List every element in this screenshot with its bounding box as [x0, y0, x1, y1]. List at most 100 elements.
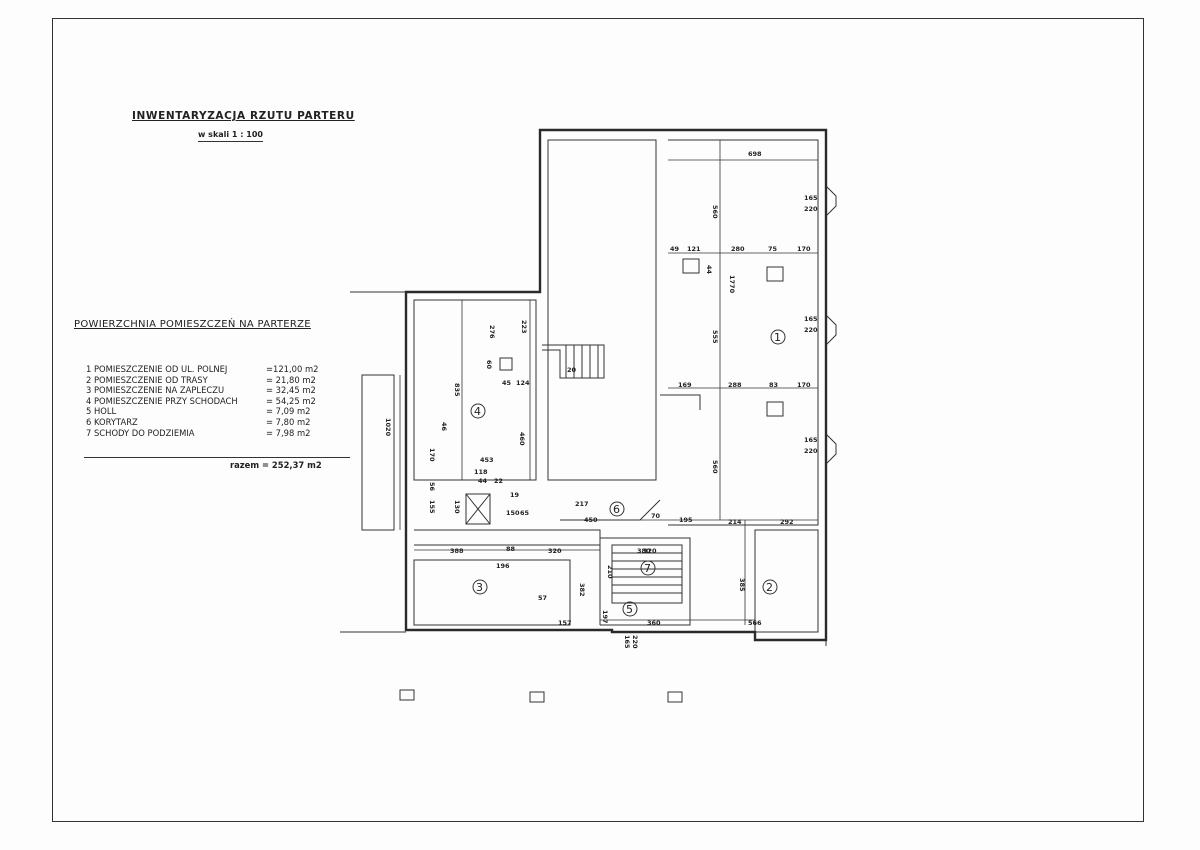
dim-label: 560: [711, 205, 719, 219]
room-number: 2: [766, 581, 773, 594]
window-right: [825, 185, 837, 217]
room-row: 3 POMIESZCZENIE NA ZAPLECZU = 32,45 m2: [86, 385, 346, 396]
dim-label: 1020: [384, 418, 392, 437]
dim-label: 124: [516, 379, 530, 387]
dim-label: 560: [711, 460, 719, 474]
dim-label: 220: [631, 635, 639, 649]
dim-label: 288: [728, 381, 742, 389]
dim-label: 88: [506, 545, 516, 553]
dim-label: 220: [804, 326, 818, 334]
wall-outline: [404, 128, 828, 642]
room-area-list: 1 POMIESZCZENIE OD UL. POLNEJ=121,00 m2 …: [86, 364, 346, 438]
dim-label: 170: [797, 245, 811, 253]
dim-label: 210: [606, 565, 614, 579]
room-marker-3: [472, 579, 488, 595]
marker-square: [667, 691, 683, 703]
shaft: [465, 493, 491, 525]
dim-label: 196: [496, 562, 510, 570]
dim-label: 320: [643, 547, 657, 555]
dim-label: 157: [558, 619, 572, 627]
room-marker-1: [770, 329, 786, 345]
room-number: 1: [774, 331, 781, 344]
dim-label: 169: [678, 381, 692, 389]
room-row: 2 POMIESZCZENIE OD TRASY= 21,80 m2: [86, 375, 346, 386]
total-area: razem = 252,37 m2: [230, 460, 322, 470]
room-marker-4: [470, 403, 486, 419]
dim-label: 320: [548, 547, 562, 555]
dim-label: 360: [647, 619, 661, 627]
dim-label: 46: [440, 422, 448, 432]
dim-label: 380: [637, 547, 651, 555]
room-row: 7 SCHODY DO PODZIEMIA = 7,98 m2: [86, 428, 346, 439]
dim-label: 170: [428, 448, 436, 462]
room-area: = 7,09 m2: [266, 406, 311, 417]
dim-label: 382: [578, 583, 586, 597]
room-name: 7 SCHODY DO PODZIEMIA: [86, 427, 195, 438]
room-name: 2 POMIESZCZENIE OD TRASY: [86, 374, 208, 385]
dim-label: 223: [520, 320, 528, 334]
window-right: [825, 314, 837, 346]
dim-label: 57: [538, 594, 547, 602]
wall-room3: [413, 559, 571, 626]
wall-back-area: [547, 139, 657, 481]
room-area: =121,00 m2: [266, 364, 319, 374]
dim-label: 22: [494, 477, 503, 485]
dim-label: 75: [768, 245, 778, 253]
dim-label: 155: [428, 500, 436, 514]
dim-label: 130: [453, 500, 461, 514]
dim-label: 165: [804, 436, 818, 444]
total-divider: [84, 457, 350, 458]
dim-label: 65: [520, 509, 530, 517]
dim-label: 698: [748, 150, 762, 158]
dim-label: 20: [567, 366, 577, 374]
dim-label: 165: [804, 194, 818, 202]
dim-label: 118: [474, 468, 488, 476]
column: [499, 357, 513, 371]
dim-label: 388: [450, 547, 464, 555]
stairs-upper: [542, 344, 605, 379]
dim-label: 217: [575, 500, 589, 508]
dim-label: 150: [506, 509, 520, 517]
dim-label: 170: [797, 381, 811, 389]
dim-label: 44: [705, 265, 713, 275]
dim-label: 450: [584, 516, 598, 524]
dim-label: 121: [687, 245, 701, 253]
drawing-frame: [52, 18, 1144, 822]
area-table-heading: POWIERZCHNIA POMIESZCZEŃ NA PARTERZE: [74, 319, 311, 330]
room-area: = 7,98 m2: [266, 427, 311, 438]
room-number: 5: [626, 603, 633, 616]
drawing-scale: w skali 1 : 100: [198, 130, 263, 142]
room-number: 6: [613, 503, 620, 516]
dim-label: 195: [679, 516, 693, 524]
room-name: 1 POMIESZCZENIE OD UL. POLNEJ: [86, 364, 228, 374]
wall-corridor: [414, 529, 601, 625]
room-row: 5 HOLL = 7,09 m2: [86, 406, 346, 417]
dim-label: 45: [502, 379, 512, 387]
room-name: 3 POMIESZCZENIE NA ZAPLECZU: [86, 385, 225, 396]
dim-label: 385: [738, 578, 746, 592]
room-name: 4 POMIESZCZENIE PRZY SCHODACH: [86, 395, 238, 406]
room-area: = 32,45 m2: [266, 385, 316, 396]
dim-label: 566: [748, 619, 762, 627]
room-row: 4 POMIESZCZENIE PRZY SCHODACH= 54,25 m2: [86, 396, 346, 407]
wall-room4: [413, 299, 537, 481]
dim-label: 44: [478, 477, 488, 485]
room-marker-7: [640, 560, 656, 576]
dim-label: 460: [518, 432, 526, 446]
dim-label: 453: [480, 456, 494, 464]
dim-label: 214: [728, 518, 742, 526]
drawing-title: INWENTARYZACJA RZUTU PARTERU: [132, 110, 355, 122]
dim-label: 83: [769, 381, 778, 389]
dim-label: 165: [804, 315, 818, 323]
room-name: 5 HOLL: [86, 406, 117, 417]
room-row: 1 POMIESZCZENIE OD UL. POLNEJ =121,00 m2: [86, 364, 346, 375]
column: [766, 401, 784, 417]
dim-label: 56: [428, 482, 436, 492]
window-right: [825, 433, 837, 465]
dim-label: 220: [804, 205, 818, 213]
dim-label: 70: [651, 512, 661, 520]
marker-square: [529, 691, 545, 703]
room-area: = 7,80 m2: [266, 416, 311, 427]
